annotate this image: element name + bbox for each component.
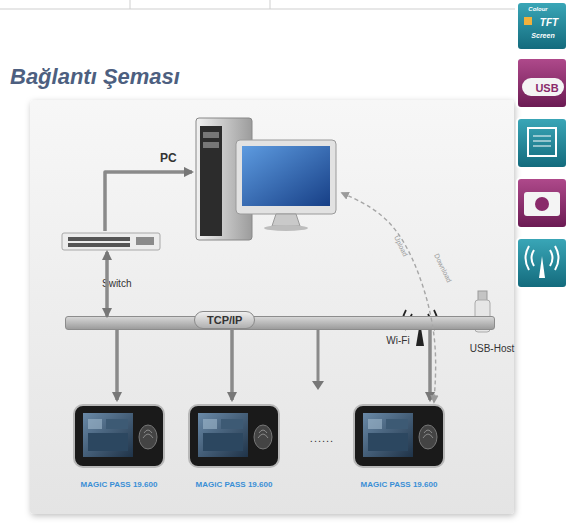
device-illustration bbox=[354, 405, 444, 467]
tft-swatch bbox=[524, 17, 532, 25]
rj45-pins bbox=[533, 136, 551, 146]
arrow-head bbox=[312, 381, 324, 390]
pc-drive bbox=[203, 142, 219, 148]
node-label: Switch bbox=[102, 278, 131, 289]
node-label: MAGiC PASS 19.600 bbox=[350, 480, 448, 489]
pc-front bbox=[200, 126, 222, 236]
monitor-base bbox=[264, 225, 308, 231]
text-label: ...... bbox=[310, 432, 334, 444]
monitor-frame bbox=[236, 140, 336, 214]
usb-icon bbox=[517, 58, 567, 108]
usb-shape bbox=[522, 78, 564, 96]
wifi-wave bbox=[526, 246, 559, 270]
switch-ports bbox=[68, 243, 130, 247]
network-cable bbox=[105, 252, 109, 316]
pc-node: PC bbox=[192, 115, 338, 242]
node-label: PC bbox=[160, 151, 177, 165]
pc-drive bbox=[203, 132, 219, 138]
wifi-mast bbox=[539, 256, 545, 278]
text-label: Download bbox=[433, 252, 453, 283]
network-icon bbox=[517, 118, 567, 168]
switch-illustration bbox=[62, 233, 160, 250]
node-label: TCP/IP bbox=[194, 311, 255, 329]
table-line bbox=[270, 0, 271, 9]
device-node: MAGiC PASS 19.600 bbox=[185, 400, 283, 470]
pc-illustration bbox=[196, 118, 336, 240]
text-label: USB bbox=[535, 82, 558, 94]
camera-icon bbox=[517, 178, 567, 228]
wifi-icon bbox=[517, 238, 567, 288]
network-cable bbox=[105, 172, 192, 231]
switch-body bbox=[62, 233, 160, 250]
text-label: USB-Host bbox=[470, 343, 514, 354]
device-illustration bbox=[189, 405, 279, 467]
node-label: MAGiC PASS 19.600 bbox=[70, 480, 168, 489]
network-bus: TCP/IP bbox=[65, 316, 495, 330]
table-line bbox=[130, 0, 131, 9]
monitor-screen bbox=[242, 146, 330, 206]
camera-body bbox=[524, 192, 560, 216]
camera-lens bbox=[535, 197, 549, 211]
device-node: MAGiC PASS 19.600 bbox=[70, 400, 168, 470]
rj45-shape bbox=[528, 128, 556, 156]
data-transfer-link bbox=[342, 193, 436, 402]
device-illustration bbox=[74, 405, 164, 467]
node-label: MAGiC PASS 19.600 bbox=[185, 480, 283, 489]
feature-icons bbox=[517, 2, 567, 288]
text-label: Screen bbox=[531, 32, 554, 39]
switch-ports bbox=[68, 237, 130, 241]
text-label: Wi-Fi bbox=[386, 335, 409, 346]
tft-icon bbox=[517, 2, 567, 50]
network-cable bbox=[428, 330, 432, 400]
panel bbox=[30, 100, 514, 514]
diagram-title: Bağlantı Şeması bbox=[10, 64, 180, 90]
network-cable bbox=[230, 330, 234, 400]
switch-ports bbox=[136, 237, 154, 245]
switch-node: Switch bbox=[60, 231, 162, 252]
bus-drop bbox=[317, 330, 320, 382]
network-cable bbox=[115, 330, 119, 400]
text-label: Colour bbox=[528, 6, 547, 12]
edge-label: Upload bbox=[393, 234, 409, 257]
text-label: TFT bbox=[540, 17, 558, 28]
table-line bbox=[0, 9, 515, 10]
monitor-stand bbox=[272, 214, 300, 226]
device-node: MAGiC PASS 19.600 bbox=[350, 400, 448, 470]
